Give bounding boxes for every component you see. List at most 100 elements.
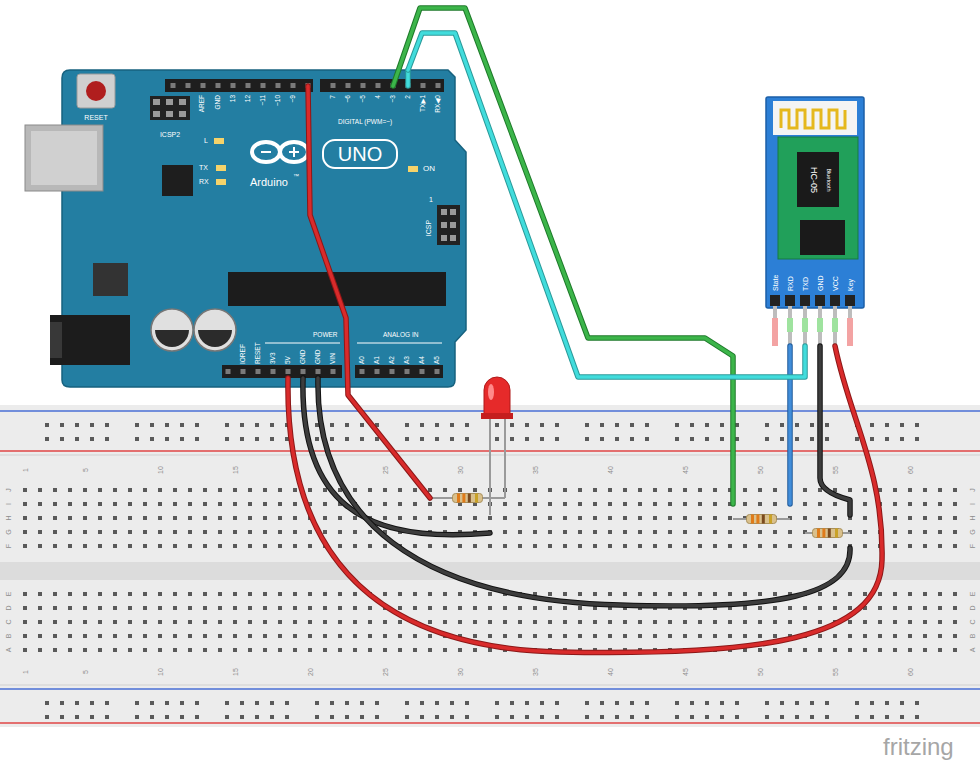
led-label: ON [423, 165, 435, 173]
wire-outline [318, 378, 850, 606]
breadboard-hole [428, 516, 432, 520]
breadboard-hole [218, 592, 222, 596]
row-letter: B [5, 634, 12, 639]
breadboard-hole [623, 502, 627, 506]
resistor-body [453, 494, 483, 503]
breadboard-hole [848, 634, 852, 638]
breadboard-hole [38, 530, 42, 534]
breadboard-hole [458, 516, 462, 520]
logo-symbol [280, 142, 308, 162]
reset-button [77, 74, 115, 108]
breadboard-hole [698, 530, 702, 534]
breadboard-hole [548, 488, 552, 492]
breadboard-hole [128, 648, 132, 652]
breadboard-hole [818, 592, 822, 596]
breadboard-hole [173, 502, 177, 506]
breadboard-channel [0, 562, 980, 580]
breadboard-hole [188, 592, 192, 596]
breadboard-hole [765, 701, 769, 705]
breadboard-hole [518, 620, 522, 624]
pin-label: 4 [375, 95, 382, 99]
breadboard-hole [248, 648, 252, 652]
pin-label: ~11 [260, 95, 267, 106]
breadboard-hole [293, 516, 297, 520]
breadboard-hole [345, 437, 349, 441]
breadboard-hole [773, 502, 777, 506]
breadboard-hole [518, 634, 522, 638]
breadboard-hole [203, 530, 207, 534]
breadboard-hole [623, 488, 627, 492]
breadboard-hole [743, 502, 747, 506]
breadboard-hole [593, 516, 597, 520]
breadboard-hole [323, 516, 327, 520]
breadboard-hole [758, 544, 762, 548]
led-symbol [481, 377, 513, 515]
breadboard-hole [248, 592, 252, 596]
breadboard-hole [330, 701, 334, 705]
breadboard-hole [510, 437, 514, 441]
breadboard-hole [330, 423, 334, 427]
breadboard-hole [360, 715, 364, 719]
breadboard-hole [113, 606, 117, 610]
breadboard-hole [428, 502, 432, 506]
breadboard-hole [720, 437, 724, 441]
header-pin [390, 369, 395, 374]
breadboard-hole [405, 715, 409, 719]
resistor-band [828, 529, 831, 538]
breadboard-hole [803, 648, 807, 652]
breadboard-hole [188, 530, 192, 534]
breadboard-hole [765, 423, 769, 427]
header-pin [171, 83, 176, 88]
breadboard-hole [113, 592, 117, 596]
capacitor [198, 330, 232, 347]
breadboard-hole [308, 606, 312, 610]
breadboard-hole [833, 502, 837, 506]
breadboard-hole [458, 592, 462, 596]
breadboard-hole [690, 701, 694, 705]
column-number: 5 [82, 670, 89, 674]
wire [318, 378, 850, 606]
breadboard-body [0, 405, 980, 727]
breadboard-hole [345, 701, 349, 705]
breadboard-hole [443, 488, 447, 492]
breadboard-hole [608, 488, 612, 492]
breadboard-hole [98, 620, 102, 624]
breadboard-hole [578, 620, 582, 624]
breadboard-hole [38, 592, 42, 596]
breadboard-hole [773, 648, 777, 652]
breadboard-hole [98, 592, 102, 596]
pin-label: 5V [285, 356, 292, 364]
logo-frame [323, 140, 397, 168]
breadboard-hole [323, 620, 327, 624]
header-pin [226, 369, 231, 374]
breadboard-hole [848, 488, 852, 492]
breadboard-hole [630, 437, 634, 441]
breadboard-hole [795, 437, 799, 441]
breadboard-hole [593, 634, 597, 638]
breadboard-hole [98, 634, 102, 638]
breadboard-hole [863, 488, 867, 492]
breadboard-hole [338, 592, 342, 596]
breadboard-hole [173, 488, 177, 492]
breadboard-hole [953, 620, 957, 624]
pin-label: A4 [419, 356, 426, 364]
breadboard-hole [848, 592, 852, 596]
breadboard-hole [165, 701, 169, 705]
breadboard-hole [548, 502, 552, 506]
breadboard-hole [135, 701, 139, 705]
breadboard-hole [788, 530, 792, 534]
breadboard-hole [668, 634, 672, 638]
breadboard-hole [765, 437, 769, 441]
breadboard-hole [113, 488, 117, 492]
breadboard-hole [53, 530, 57, 534]
breadboard-hole [825, 715, 829, 719]
breadboard-hole [405, 437, 409, 441]
breadboard-hole [188, 620, 192, 624]
resistor-band [756, 515, 759, 524]
breadboard-hole [503, 530, 507, 534]
breadboard-hole [675, 715, 679, 719]
pin-label: TX▶1 [420, 95, 427, 112]
header-pin [256, 369, 261, 374]
breadboard-hole [83, 592, 87, 596]
breadboard-hole [795, 715, 799, 719]
